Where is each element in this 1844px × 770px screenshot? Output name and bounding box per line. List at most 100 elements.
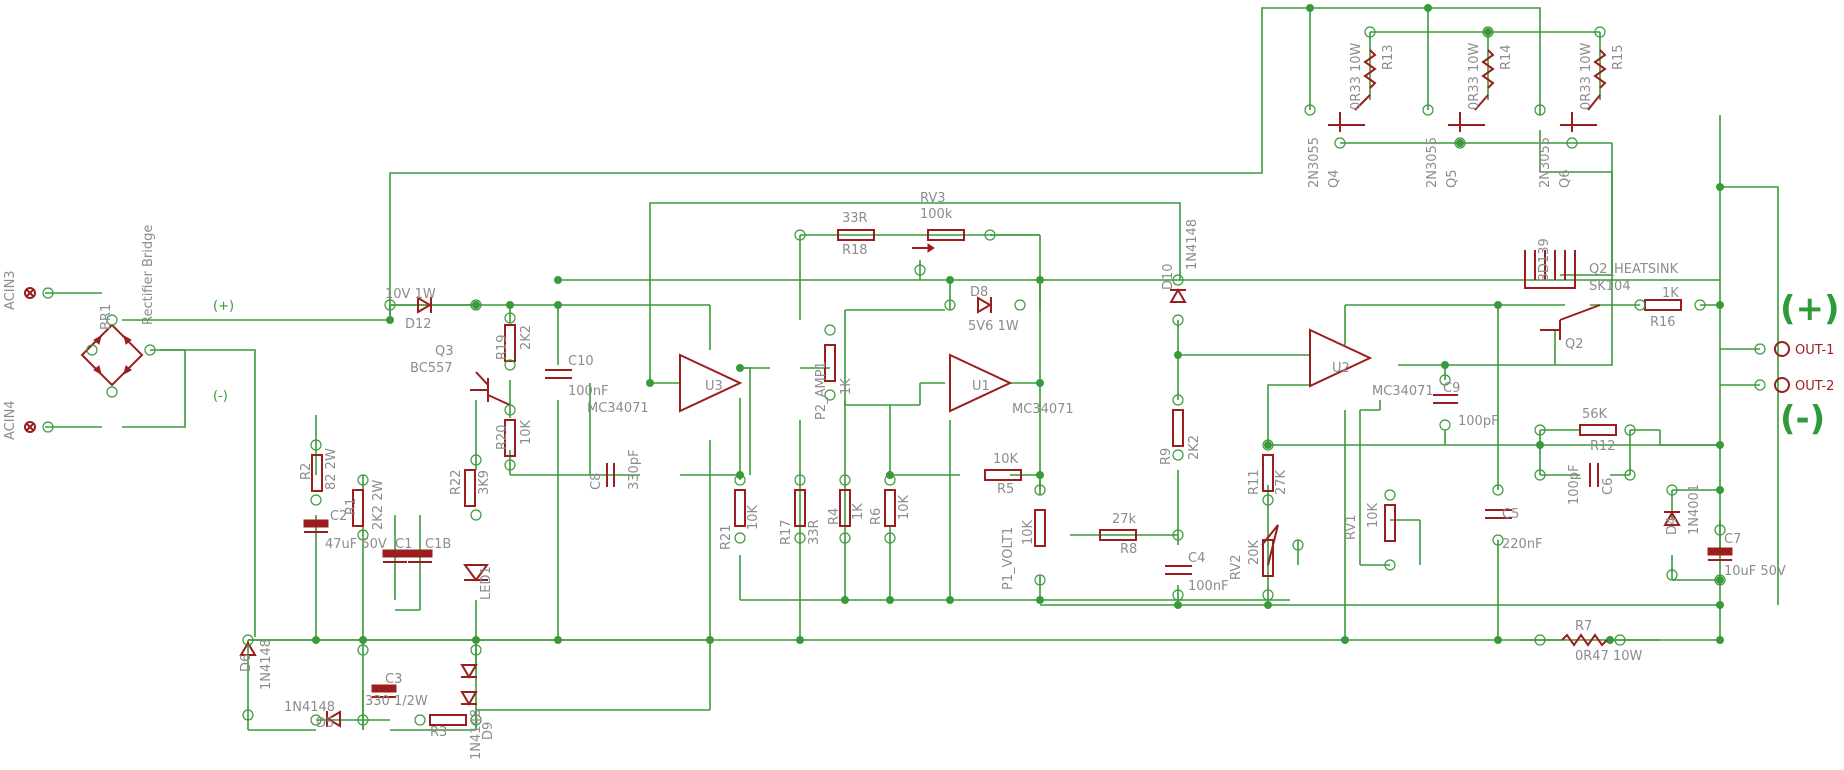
label-c6-value: 100pF: [1567, 464, 1582, 505]
label-c9: C9: [1443, 381, 1460, 396]
label-rv3: RV3: [920, 191, 946, 206]
label-q2: Q2: [1565, 337, 1584, 352]
label-c8: C8: [589, 473, 604, 490]
label-d12-value: 10V 1W: [385, 287, 436, 302]
label-r13-value: 0R33 10W: [1349, 42, 1364, 110]
label-c7-value: 10uF 50V: [1724, 564, 1786, 579]
label-rectifier-bridge: Rectifier Bridge: [141, 225, 156, 325]
label-r12-value: 56K: [1582, 407, 1608, 422]
diodes: [239, 288, 1681, 728]
label-r6: R6: [869, 508, 884, 525]
pads: [242, 26, 1726, 726]
label-u2-value: MC34071: [1372, 384, 1434, 399]
label-q5: Q5: [1445, 169, 1460, 188]
label-q6-value: 2N3055: [1538, 137, 1553, 188]
label-acin4: ACIN4: [3, 400, 18, 440]
label-r20: R20: [495, 424, 510, 450]
label-r21-value: 10K: [746, 504, 761, 530]
label-c10-value: 100nF: [568, 384, 609, 399]
label-c5-value: 220nF: [1502, 537, 1543, 552]
label-rv2-value: 20K: [1247, 539, 1262, 565]
label-r4: R4: [827, 508, 842, 525]
label-rv1: RV1: [1344, 515, 1359, 541]
label-q6: Q6: [1558, 169, 1573, 188]
label-u1: U1: [972, 379, 990, 394]
power-resistors: [1363, 49, 1608, 647]
label-c4-value: 100nF: [1188, 579, 1229, 594]
label-r5-value: 10K: [993, 452, 1019, 467]
label-c2: C2: [330, 509, 347, 524]
label-rv3-value: 100k: [920, 207, 953, 222]
label-minus-small: (-): [213, 389, 228, 404]
label-d7-value: 1N4148: [469, 709, 484, 760]
label-r7: R7: [1575, 619, 1592, 634]
label-big-plus: (+): [1780, 289, 1840, 329]
label-r15: R15: [1611, 44, 1626, 70]
labels: ACIN3 ACIN4 BR1 Rectifier Bridge (+) (-)…: [3, 42, 1840, 760]
label-r11: R11: [1247, 469, 1262, 495]
label-r21: R21: [719, 524, 734, 550]
label-r2: R2: [299, 463, 314, 480]
label-q2-heatsink: Q2_HEATSINK: [1589, 262, 1679, 277]
label-r2-value: 82 2W: [324, 448, 339, 490]
label-br1: BR1: [99, 304, 114, 330]
wires: [45, 7, 1779, 731]
label-r20-value: 10K: [519, 419, 534, 445]
output-connectors: [1754, 341, 1790, 393]
label-r14-value: 0R33 10W: [1467, 42, 1482, 110]
transistor-q3: [470, 371, 511, 406]
label-r15-value: 0R33 10W: [1579, 42, 1594, 110]
label-q4: Q4: [1327, 169, 1342, 188]
label-r16-value: 1K: [1662, 286, 1679, 301]
label-r17-value: 33R: [807, 519, 822, 545]
junction-dots: [312, 4, 1724, 644]
label-rv2: RV2: [1229, 555, 1244, 581]
label-q3-value: BC557: [410, 361, 453, 376]
label-c9-value: 100pF: [1458, 414, 1499, 429]
label-r18-value: 33R: [842, 211, 868, 226]
label-q3: Q3: [435, 344, 454, 359]
label-c3: C3: [385, 672, 402, 687]
label-p2-value: 1K: [839, 378, 854, 395]
label-r1: R1: [344, 498, 359, 515]
label-d6-value: 1N4148: [259, 639, 274, 690]
label-p1: P1_VOLT1: [1001, 527, 1016, 590]
label-r16: R16: [1650, 315, 1676, 330]
label-plus-small: (+): [213, 299, 234, 314]
label-r11-value: 27K: [1274, 469, 1289, 495]
label-acin3: ACIN3: [3, 270, 18, 310]
power-transistors: [1328, 94, 1601, 132]
label-p2: P2_AMP1: [814, 361, 829, 420]
label-r22-value: 3K9: [477, 470, 492, 495]
label-c4: C4: [1188, 551, 1205, 566]
label-c3-value: 330 1/2W: [365, 694, 428, 709]
label-r19: R19: [495, 334, 510, 360]
label-d5: D5: [316, 716, 334, 731]
label-r4-value: 1K: [851, 503, 866, 520]
rectifier-bridge-br1: [80, 314, 156, 398]
label-led1: LED1: [479, 566, 494, 600]
opamp-u2: [1309, 328, 1373, 388]
label-r12: R12: [1590, 439, 1616, 454]
label-d9: D9: [481, 722, 496, 740]
label-p1-value: 10K: [1021, 519, 1036, 545]
label-d10-value: 1N4148: [1185, 219, 1200, 270]
label-c5: C5: [1502, 507, 1519, 522]
label-c1b: C1B: [425, 537, 451, 552]
label-d8-value: 5V6 1W: [968, 319, 1019, 334]
label-d6: D6: [239, 654, 254, 672]
label-q5-value: 2N3055: [1425, 137, 1440, 188]
label-r9: R9: [1159, 448, 1174, 465]
label-q2-value: BD139: [1537, 238, 1552, 282]
label-q2-heatsink-value: SK104: [1589, 279, 1631, 294]
label-r14: R14: [1499, 44, 1514, 70]
label-r6-value: 10K: [897, 494, 912, 520]
label-c6: C6: [1601, 478, 1616, 495]
label-c7: C7: [1724, 532, 1741, 547]
label-rv1-value: 10K: [1366, 502, 1381, 528]
label-r7-value: 0R47 10W: [1575, 649, 1643, 664]
acin4-connector: [24, 421, 54, 433]
capacitors: [303, 369, 1733, 698]
label-r9-value: 2K2: [1187, 435, 1202, 460]
